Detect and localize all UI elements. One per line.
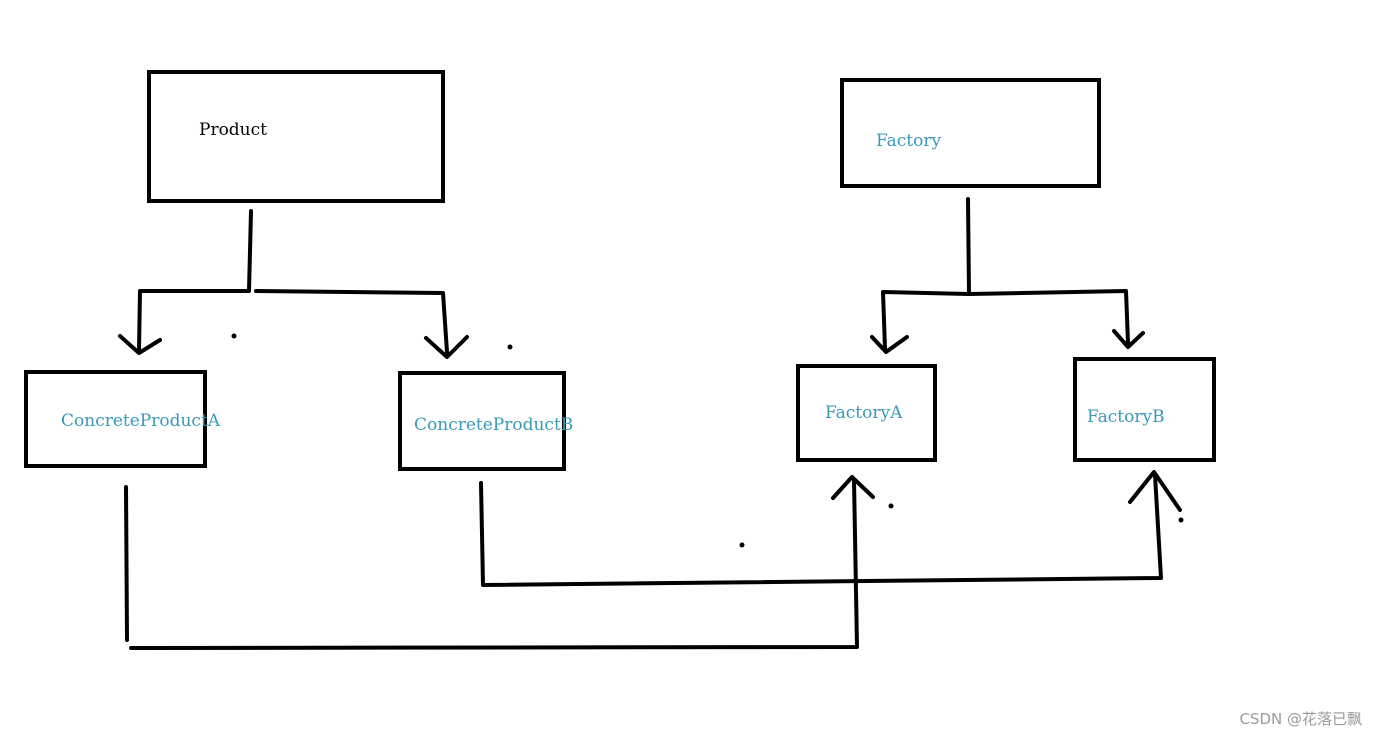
arrowhead-up-icon	[1128, 470, 1182, 512]
node-factory-b[interactable]: FactoryB	[1073, 357, 1216, 462]
node-factory[interactable]: Factory	[840, 78, 1101, 188]
edge-concrete-product-a-to-factory-a	[124, 475, 875, 650]
watermark: CSDN @花落已飘	[1239, 710, 1362, 728]
stray-dot	[1178, 517, 1184, 523]
edge-concrete-product-b-to-factory-b-line	[479, 473, 1163, 587]
node-concrete-product-a-box	[24, 370, 207, 468]
stray-dot	[507, 344, 513, 350]
arrowhead-down-icon	[424, 335, 469, 359]
node-factory-b-box	[1073, 357, 1216, 462]
node-product[interactable]: Product	[147, 70, 445, 203]
edge-factory-to-factory-b-line	[967, 289, 1130, 345]
edge-product-to-concrete-product-a	[118, 209, 253, 355]
node-concrete-product-b-box	[398, 371, 566, 471]
edge-concrete-product-a-to-factory-a-line	[124, 478, 859, 650]
arrowhead-up-icon	[831, 475, 875, 500]
node-product-box	[147, 70, 445, 203]
node-factory-a-label: FactoryA	[825, 403, 903, 423]
edge-factory-to-factory-a-line	[881, 197, 971, 351]
node-product-label: Product	[199, 120, 267, 140]
edge-product-to-concrete-product-a-line	[137, 209, 253, 352]
node-concrete-product-b[interactable]: ConcreteProductB	[398, 371, 573, 471]
stray-dot	[888, 503, 894, 509]
node-concrete-product-a[interactable]: ConcreteProductA	[24, 370, 221, 468]
node-factory-label: Factory	[876, 131, 941, 151]
edge-concrete-product-b-to-factory-b	[479, 470, 1182, 587]
node-concrete-product-a-label: ConcreteProductA	[61, 411, 221, 431]
arrowhead-down-icon	[118, 334, 162, 355]
stray-dot	[231, 333, 237, 339]
node-factory-a-box	[796, 364, 937, 462]
node-factory-b-label: FactoryB	[1087, 407, 1165, 427]
node-factory-a[interactable]: FactoryA	[796, 364, 937, 462]
node-concrete-product-b-label: ConcreteProductB	[414, 415, 573, 435]
arrowhead-down-icon	[1112, 329, 1145, 349]
edge-factory-to-factory-a	[870, 197, 971, 354]
edge-product-to-concrete-product-b-line	[254, 289, 449, 354]
edge-product-to-concrete-product-b	[254, 289, 469, 359]
stray-dot	[739, 542, 745, 548]
edge-factory-to-factory-b	[967, 289, 1145, 349]
node-factory-box	[840, 78, 1101, 188]
arrowhead-down-icon	[870, 335, 909, 354]
